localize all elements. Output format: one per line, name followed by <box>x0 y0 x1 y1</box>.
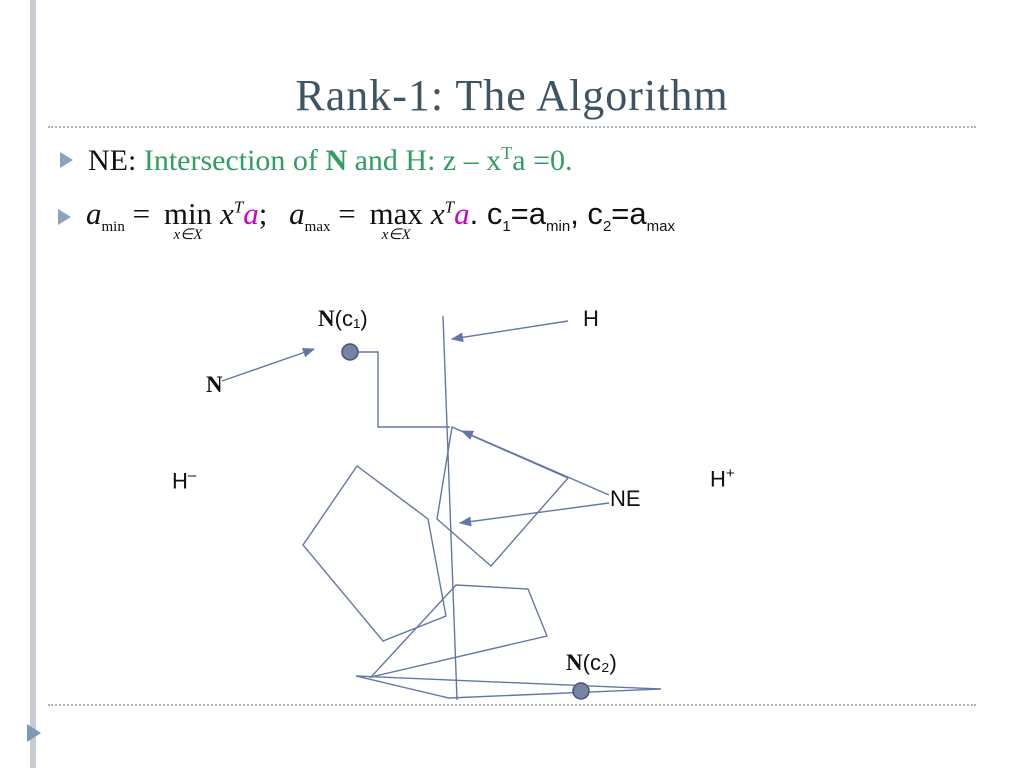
f-max: max <box>369 196 423 231</box>
label-n-c2: N(c₂) <box>566 650 617 676</box>
label-n-c2-rest: (c₂) <box>582 650 617 675</box>
f-eq1: = <box>124 196 158 231</box>
label-n-c1: N(c₁) <box>318 306 368 332</box>
left-edge-bar <box>30 0 36 768</box>
ne-prefix: NE: <box>88 144 144 177</box>
label-h: H <box>583 306 599 331</box>
step-path <box>358 351 450 428</box>
f-tail-3: , c <box>570 196 603 231</box>
ne-text-2: and H: z – x <box>347 144 502 177</box>
f-amin-sub: min <box>546 218 571 236</box>
bullet-triangle-icon <box>60 152 73 168</box>
label-h-plus-sup: + <box>725 465 735 482</box>
h-arrow <box>450 320 569 343</box>
label-h-minus-base: H <box>172 468 188 494</box>
point-c2-dot <box>572 682 590 700</box>
f-a1: a <box>86 196 102 231</box>
f-a1-sub: min <box>101 219 125 236</box>
f-var2: a <box>454 196 470 231</box>
hyperplane-h-line <box>442 315 458 701</box>
label-h-minus-sup: – <box>187 467 197 484</box>
f-a2: a <box>289 196 305 231</box>
f-tail-4: =a <box>611 196 647 231</box>
top-divider <box>48 126 976 128</box>
label-n: N <box>206 372 223 397</box>
f-x1-sup: T <box>233 197 244 217</box>
f-var1: a <box>243 196 259 231</box>
n-arrow <box>221 347 316 382</box>
f-amax-sub: max <box>646 218 675 236</box>
lower-quadrilateral <box>368 584 548 679</box>
left-pentagon <box>302 465 447 642</box>
f-tail-2: =a <box>510 196 547 231</box>
label-n-c2-bold: N <box>566 650 583 675</box>
f-c2-sub: 2 <box>602 218 612 236</box>
ne-text-1: Intersection of <box>143 144 326 177</box>
f-sep: ; <box>258 196 276 231</box>
ne-sup-t: T <box>501 143 513 163</box>
f-tail-1: . c <box>469 196 503 231</box>
slide-title: Rank-1: The Algorithm <box>295 71 729 120</box>
ne-bold-n: N <box>325 144 348 177</box>
label-n-c1-rest: (c₁) <box>334 306 368 331</box>
bottom-divider <box>48 704 976 706</box>
ne-text-3: a =0. <box>512 144 573 177</box>
label-h-plus: H+ <box>710 465 735 492</box>
bullet-ne-text: NE: Intersection of N and H: z – xTa =0. <box>88 143 572 178</box>
f-min-limit: x∈X <box>173 227 203 243</box>
label-h-minus: H– <box>172 467 196 494</box>
footer-bullet-icon <box>27 724 41 742</box>
f-max-limit: x∈X <box>381 227 411 243</box>
bottom-triangle <box>355 675 662 699</box>
ne-leader-lower <box>458 502 610 527</box>
f-a2-sub: max <box>304 219 331 236</box>
bullet-triangle-icon <box>58 209 71 225</box>
f-min: min <box>163 196 213 231</box>
label-ne: NE <box>610 486 641 511</box>
f-x2-sup: T <box>444 197 455 217</box>
f-c1-sub: 1 <box>502 218 511 236</box>
f-x1: x <box>220 196 234 231</box>
f-eq2: = <box>330 196 364 231</box>
bullet-ne: NE: Intersection of N and H: z – xTa =0. <box>60 143 572 178</box>
label-h-plus-base: H <box>710 466 726 492</box>
f-x2: x <box>430 196 445 231</box>
point-c1-dot <box>341 343 359 361</box>
mid-quadrilateral <box>436 425 570 567</box>
label-n-c1-bold: N <box>318 306 335 331</box>
